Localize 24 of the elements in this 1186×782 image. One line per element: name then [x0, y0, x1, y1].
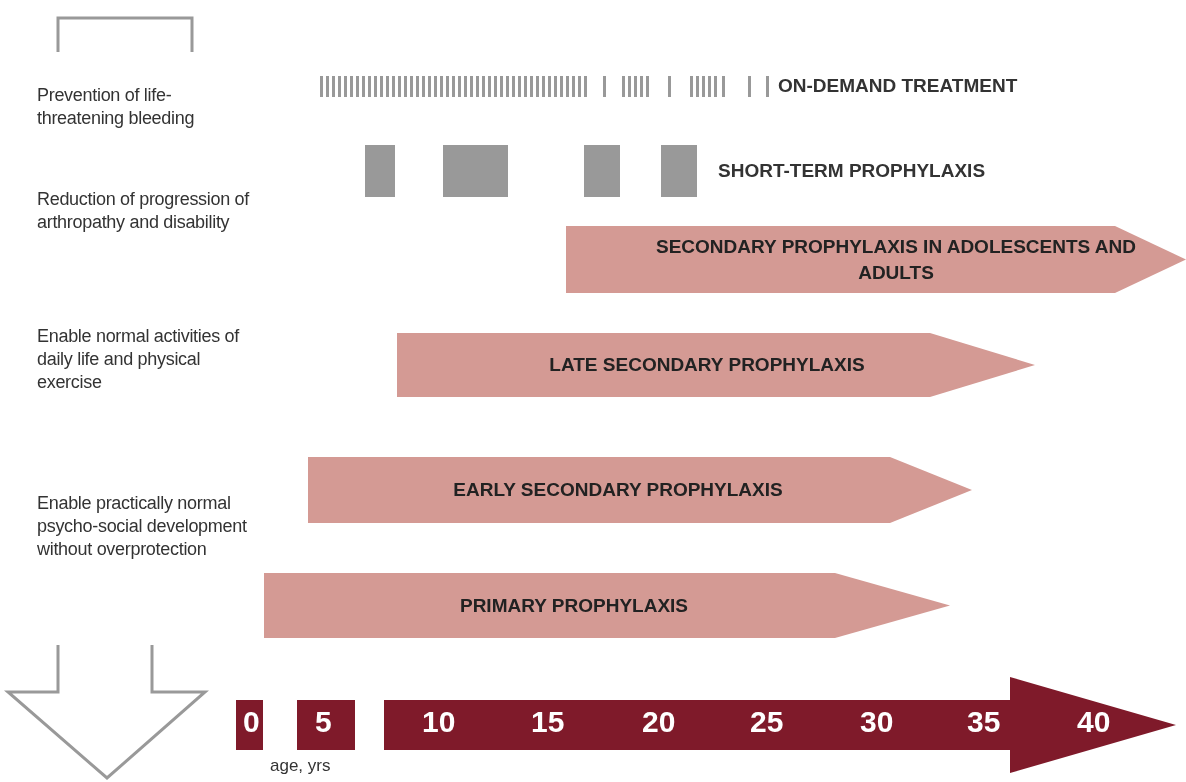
axis-tick-label: 10 [422, 705, 456, 739]
arrow-band [566, 226, 1186, 293]
arrow-band [397, 333, 1035, 397]
arrow-band [308, 457, 972, 523]
axis-tick-label: 20 [642, 705, 676, 739]
band-label: EARLY SECONDARY PROPHYLAXIS [452, 478, 784, 502]
goal-text: Prevention of life-threatening bleeding [37, 84, 196, 130]
row-label: ON-DEMAND TREATMENT [778, 75, 1018, 97]
axis-tick-label: 40 [1077, 705, 1111, 739]
row-label: SHORT-TERM PROPHYLAXIS [718, 160, 986, 182]
band-label: LATE SECONDARY PROPHYLAXIS [548, 353, 866, 377]
band-label: PRIMARY PROPHYLAXIS [458, 593, 689, 618]
axis-tick-label: 0 [243, 705, 260, 739]
goal-text: Reduction of progression of arthropathy and disability [37, 188, 251, 234]
band-label: SECONDARY PROPHYLAXIS IN ADOLESCENTS AND ADULTS [655, 234, 1137, 285]
goal-text: Enable normal activities of daily life and physical exercise [37, 325, 241, 394]
axis-tick-label: 15 [531, 705, 565, 739]
goal-text: Enable practically normal psycho-social development without overprotection [37, 492, 248, 561]
axis-tick-label: 25 [750, 705, 784, 739]
arrow-band [264, 573, 950, 638]
axis-label: age, yrs [270, 756, 331, 776]
axis-tick-label: 35 [967, 705, 1001, 739]
axis-tick-label: 5 [315, 705, 332, 739]
axis-tick-label: 30 [860, 705, 894, 739]
